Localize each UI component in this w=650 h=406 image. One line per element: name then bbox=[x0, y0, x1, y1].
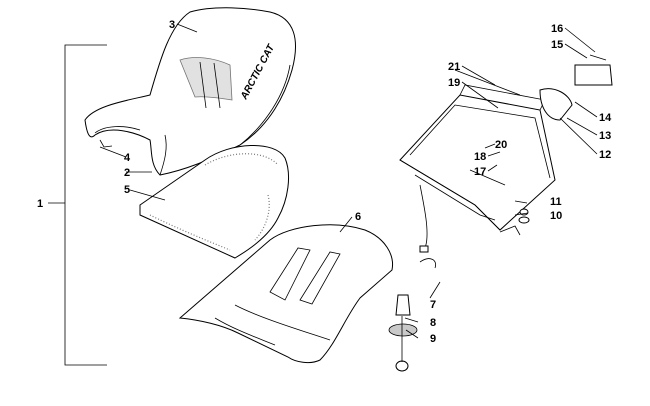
storage-rack bbox=[399, 69, 556, 253]
callout-labels: 1 2 3 4 5 6 7 8 9 10 11 12 13 14 15 16 1… bbox=[37, 19, 612, 345]
callout-5: 5 bbox=[124, 184, 130, 196]
callout-4: 4 bbox=[124, 152, 131, 164]
callout-7: 7 bbox=[430, 299, 436, 311]
callout-9: 9 bbox=[430, 333, 436, 345]
tail-light bbox=[539, 54, 613, 121]
callout-6: 6 bbox=[355, 211, 361, 223]
callout-20: 20 bbox=[495, 139, 507, 151]
callout-16: 16 bbox=[551, 23, 563, 35]
callout-3: 3 bbox=[169, 19, 175, 31]
seat-foam bbox=[139, 145, 290, 259]
callout-8: 8 bbox=[430, 317, 436, 329]
callout-2: 2 bbox=[124, 167, 130, 179]
callout-12: 12 bbox=[599, 149, 611, 161]
callout-19: 19 bbox=[448, 77, 460, 89]
callout-10: 10 bbox=[550, 210, 562, 222]
leader-lines bbox=[99, 23, 598, 339]
callout-11: 11 bbox=[550, 196, 562, 208]
fasteners-left bbox=[388, 258, 437, 372]
callout-21: 21 bbox=[448, 61, 460, 73]
assembly-bracket bbox=[48, 44, 107, 366]
callout-15: 15 bbox=[551, 39, 563, 51]
callout-17: 17 bbox=[474, 166, 486, 178]
seat-assembly: ARCTIC CAT bbox=[84, 7, 296, 176]
seat-base bbox=[178, 224, 394, 364]
callout-1: 1 bbox=[37, 198, 43, 210]
callout-13: 13 bbox=[599, 130, 611, 142]
callout-14: 14 bbox=[599, 112, 612, 124]
callout-18: 18 bbox=[474, 151, 486, 163]
